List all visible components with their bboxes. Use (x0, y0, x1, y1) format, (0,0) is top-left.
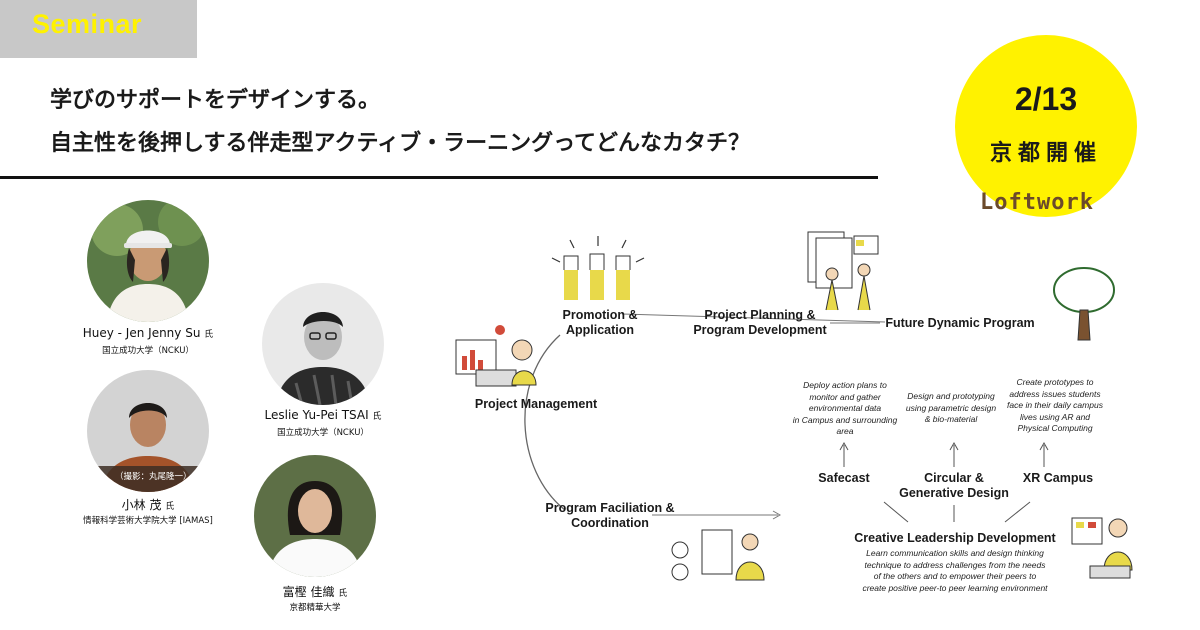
portrait-avatar-4 (254, 455, 376, 577)
headline-line-1: 学びのサポートをデザインする。 (50, 88, 381, 113)
speaker-2-honorific: 氏 (372, 412, 382, 422)
speaker-photo-2 (262, 283, 384, 405)
seminar-tag: Seminar (0, 0, 197, 58)
speaker-2-name-row: Leslie Yu-Pei TSAI 氏 (233, 408, 413, 422)
program-diagram (455, 231, 1133, 581)
speaker-3-honorific: 氏 (165, 502, 175, 512)
diagram-arc (524, 334, 566, 511)
speaker-4-honorific: 氏 (338, 589, 348, 599)
creative-leadership-icon (1071, 517, 1133, 579)
speaker-2-affiliation: 国立成功大学（NCKU） (277, 428, 369, 438)
portrait-avatar-3 (87, 370, 209, 492)
speaker-4-name: 富樫 佳織 (282, 585, 335, 599)
event-date-badge: 2/13 京都開催 (955, 35, 1137, 217)
brand-logo: Loftwork (980, 190, 1094, 215)
headline-line-2: 自主性を後押しする伴走型アクティブ・ラーニングってどんなカタチ？ (50, 131, 751, 156)
speaker-1-name-row: Huey - Jen Jenny Su 氏 (60, 326, 236, 340)
label-circular: Circular &Generative Design (899, 471, 1009, 500)
portrait-avatar-1 (87, 200, 209, 322)
label-facilitation: Program Faciliation &Coordination (545, 501, 675, 530)
event-place: 京都開催 (989, 141, 1102, 166)
planning-board-icon (807, 231, 879, 311)
label-safecast: Safecast (818, 471, 870, 485)
speaker-4-affiliation: 京都精華大学 (289, 603, 341, 613)
arrow-creative-safecast (883, 501, 909, 523)
speaker-photo-4 (254, 455, 376, 577)
arrow-creative-xr (1004, 501, 1031, 523)
project-management-icon (455, 325, 537, 387)
speaker-4-name-row: 富樫 佳織 氏 (225, 583, 405, 600)
headline-divider (0, 176, 878, 179)
label-planning: Project Planning &Program Development (693, 308, 827, 337)
event-date: 2/13 (1014, 81, 1078, 117)
portrait-avatar-2 (262, 283, 384, 405)
tree-icon (1053, 267, 1115, 341)
connector-promotion-planning (621, 313, 886, 323)
speaker-1-affiliation: 国立成功大学（NCKU） (102, 346, 194, 356)
speaker-2-name: Leslie Yu-Pei TSAI (264, 408, 369, 422)
label-future: Future Dynamic Program (885, 316, 1035, 330)
label-xr-campus: XR Campus (1022, 471, 1094, 485)
speaker-3-photo-credit: （撮影：丸尾隆一） (115, 472, 192, 482)
arrow-head-icon (772, 510, 782, 520)
speaker-1-name: Huey - Jen Jenny Su (82, 326, 201, 340)
speaker-photo-1 (87, 200, 209, 322)
label-project-management: Project Management (474, 397, 598, 411)
label-promotion: Promotion &Application (562, 308, 638, 337)
raised-hands-icon (551, 236, 645, 300)
speaker-3-affiliation: 情報科学芸術大学院大学 [IAMAS] (83, 516, 213, 526)
label-creative-leadership: Creative Leadership Development (854, 531, 1056, 545)
seminar-tag-label: Seminar (32, 9, 143, 39)
facilitation-icon (671, 529, 765, 581)
speaker-1-honorific: 氏 (204, 330, 214, 340)
speaker-3-name-row: 小林 茂 氏 (60, 496, 236, 513)
speaker-photo-3: （撮影：丸尾隆一） (87, 370, 209, 492)
creative-description: Learn communication skills and design th… (862, 548, 1048, 593)
speaker-3-name: 小林 茂 (121, 498, 162, 512)
